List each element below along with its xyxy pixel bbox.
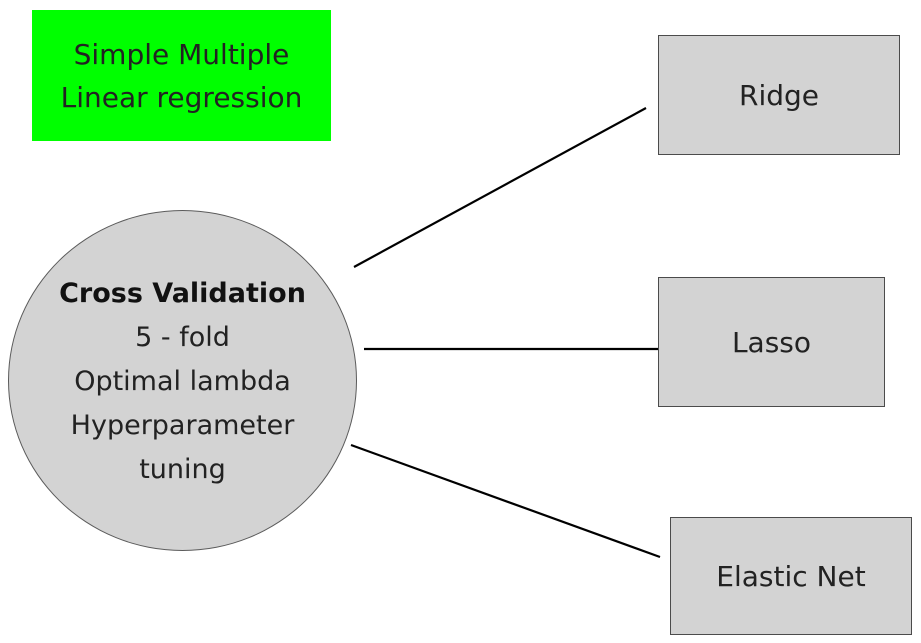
cross-validation-title: Cross Validation [59, 278, 306, 309]
fold-count-text: 5 - fold [135, 322, 230, 353]
optimal-lambda-text: Optimal lambda [74, 366, 291, 397]
lasso-method-label: Lasso [731, 325, 812, 359]
cross-validation-circle: Cross Validation 5 - fold Optimal lambda… [8, 210, 357, 551]
connector-to-elastic-net [350, 443, 661, 559]
lasso-method-box: Lasso [658, 277, 885, 407]
start-label-line-1: Simple Multiple [73, 37, 290, 71]
tuning-text: tuning [139, 454, 226, 485]
simple-multiple-linear-regression-label: Simple Multiple Linear regression [61, 33, 303, 119]
connector-to-ridge [353, 107, 647, 268]
elastic-net-method-label: Elastic Net [716, 559, 866, 593]
start-label-line-2: Linear regression [60, 80, 303, 114]
ridge-method-box: Ridge [658, 35, 900, 155]
simple-multiple-linear-regression-box: Simple Multiple Linear regression [32, 10, 331, 141]
ridge-method-label: Ridge [738, 78, 819, 112]
hyperparameter-text: Hyperparameter [70, 410, 295, 441]
elastic-net-method-box: Elastic Net [670, 517, 912, 635]
